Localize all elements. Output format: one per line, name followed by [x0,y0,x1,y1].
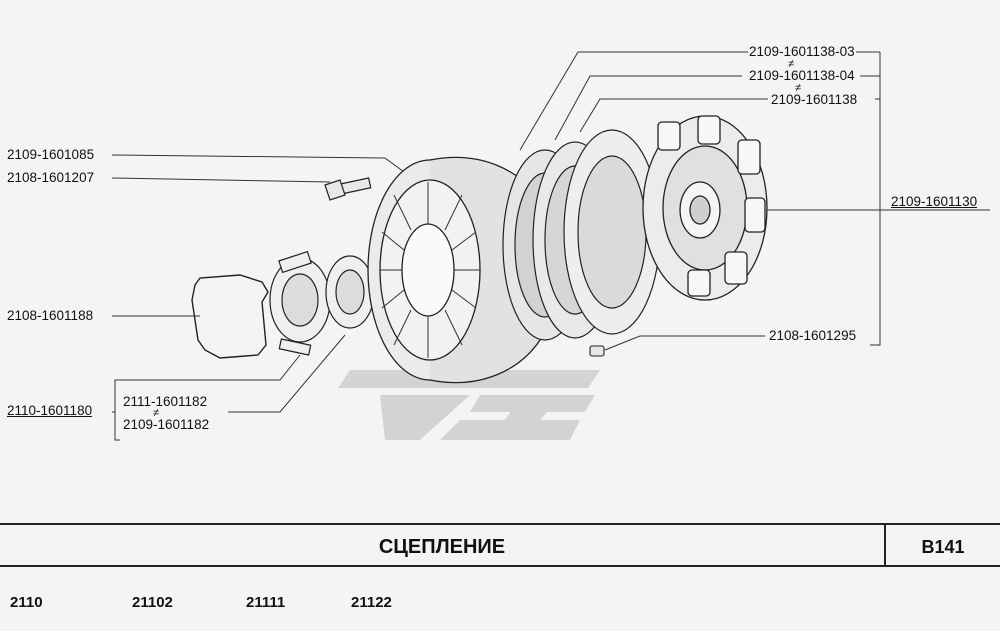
label-p1138-03: 2109-1601138-03 [748,44,856,59]
driven-disc [642,115,768,301]
model-code: 2110 [10,594,43,611]
bolt [324,177,372,201]
model-code: 21102 [132,594,173,611]
label-p1138: 2109-1601138 [770,92,859,107]
label-p1180: 2110-1601180 [6,403,94,418]
page-title: СЦЕПЛЕНИЕ [378,536,506,558]
label-p1182b: 2109-1601182 [122,417,211,432]
title-divider [884,525,886,565]
watermark-logo [338,370,600,440]
release-bearing [269,250,375,356]
label-p1295: 2108-1601295 [768,328,858,343]
diagram-drawing [111,51,990,441]
model-code: 21122 [351,594,392,611]
label-p1085: 2109-1601085 [6,147,96,162]
model-code: 21111 [246,594,286,611]
title-bar: СЦЕПЛЕНИЕ B141 [0,523,1000,567]
pressure-plate [367,156,541,384]
label-p1188: 2108-1601188 [6,308,95,323]
clutch-exploded-diagram: 2109-1601085 2108-1601207 2108-1601188 2… [6,44,990,441]
pin [589,345,605,357]
label-p1130: 2109-1601130 [890,194,979,209]
label-p1207: 2108-1601207 [6,170,96,185]
label-p1182a: 2111-1601182 [122,394,209,409]
not-equal-symbol: ≠ [795,82,802,94]
not-equal-symbol: ≠ [788,58,795,70]
label-p1138-04: 2109-1601138-04 [748,68,856,83]
not-equal-symbol: ≠ [153,407,160,419]
page-code: B141 [921,537,965,557]
spring-clip [191,274,269,359]
leader-lines [111,51,990,441]
friction-discs [502,129,661,341]
